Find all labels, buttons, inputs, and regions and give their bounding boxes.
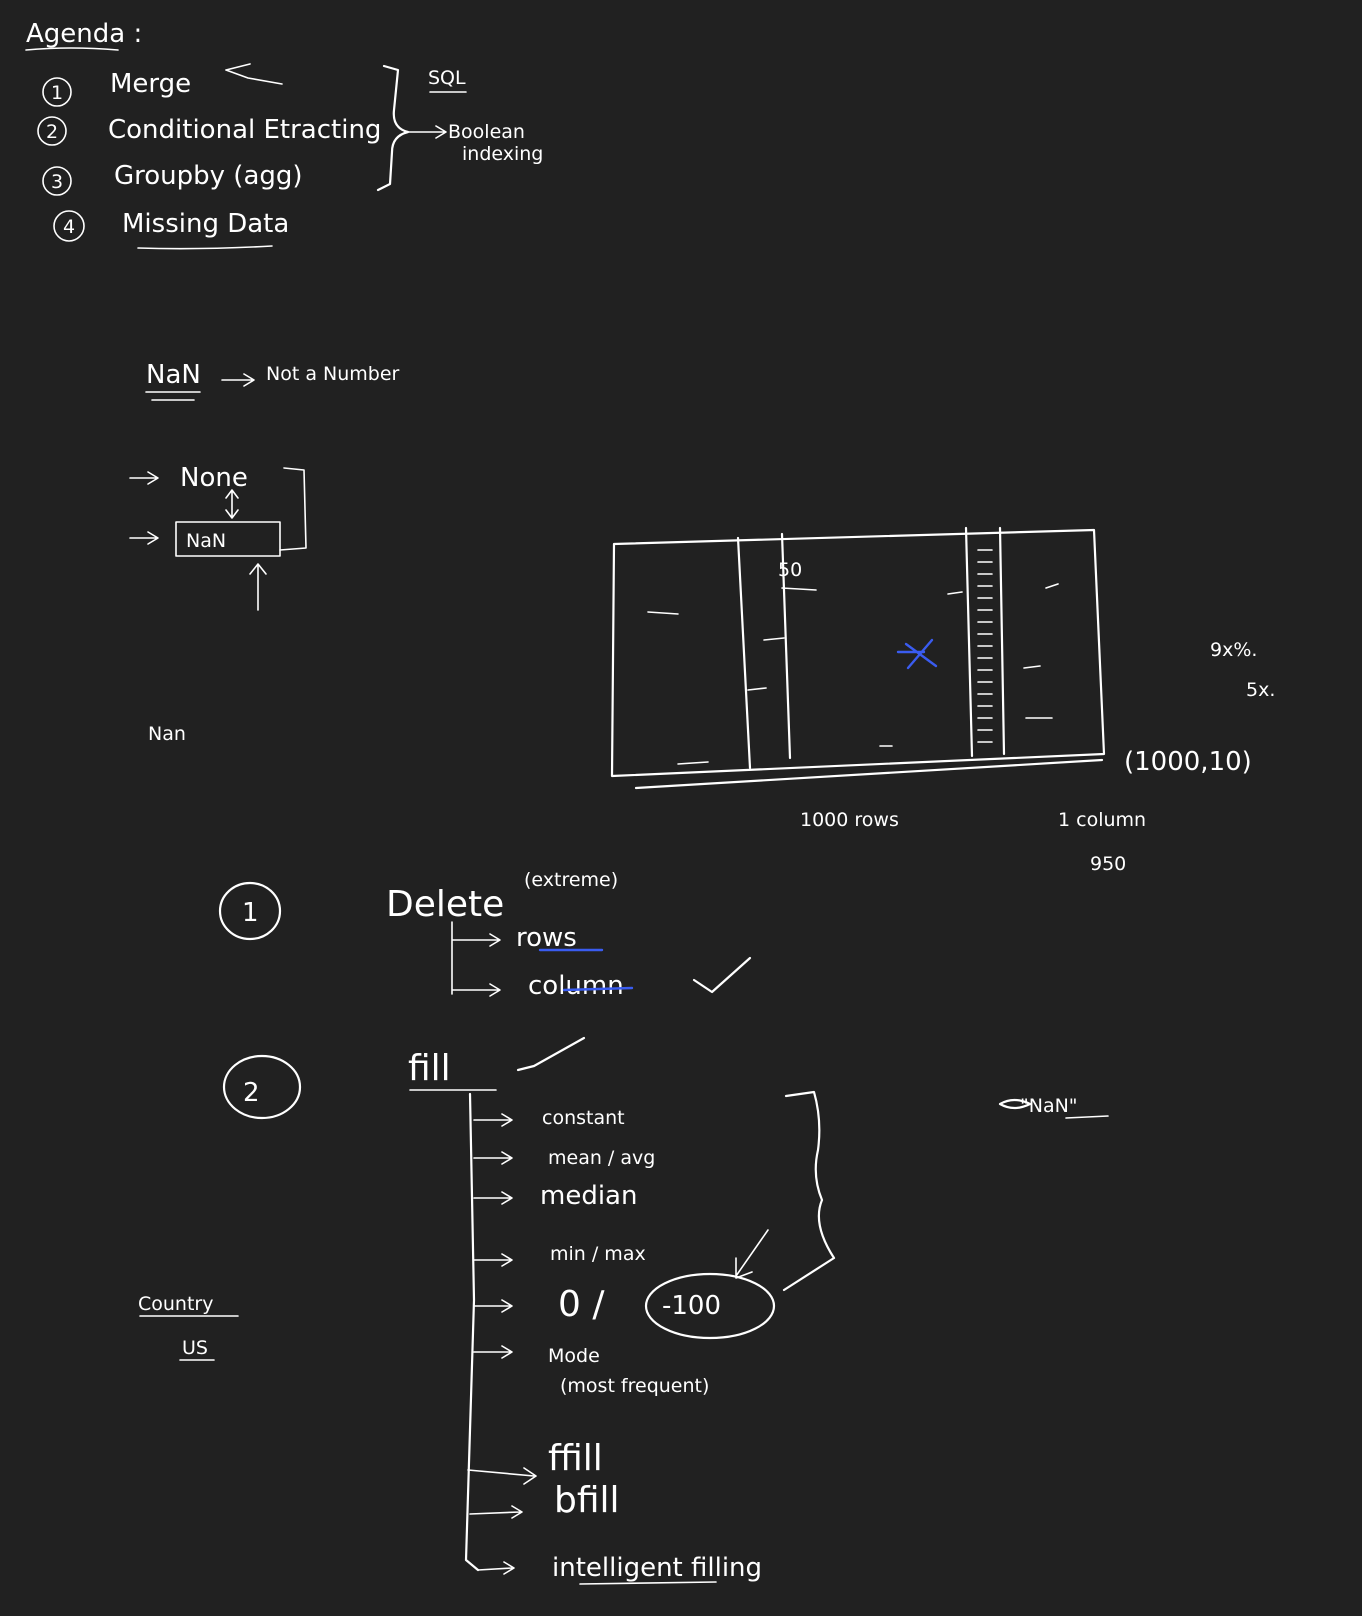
curly-brace <box>376 64 410 192</box>
fill-method: 2 fill constant mean / avg median min / … <box>222 1036 1109 1585</box>
column-divider <box>964 526 974 758</box>
none-nan-equivalence: None NaN Nan <box>129 463 307 745</box>
table-bottom-stroke <box>634 758 1104 790</box>
highlight-circle <box>644 1272 776 1340</box>
agenda-number-circle <box>53 210 85 242</box>
column-divider <box>736 536 752 770</box>
option-underline <box>562 986 634 992</box>
nan-double-underline <box>145 391 201 401</box>
none-label: None <box>180 463 248 493</box>
agenda-number-circle <box>42 166 72 196</box>
delete-method: 1 Delete (extreme) rows column <box>218 869 752 1001</box>
scribble-mark <box>998 1098 1032 1110</box>
percent-bottom-label: 5x. <box>1246 679 1275 701</box>
percent-top-label: 9x%. <box>1210 639 1257 661</box>
arrow-right-icon <box>129 471 159 485</box>
nan-string-label: "NaN" <box>1020 1095 1078 1117</box>
agenda-number: 4 <box>63 216 75 238</box>
agenda-number-circle <box>37 116 67 146</box>
missing-cell-x-icon <box>896 638 938 670</box>
delete-note: (extreme) <box>524 869 618 891</box>
agenda-section: Agenda : 1 Merge 2 Conditional Etracting… <box>25 19 543 250</box>
nan-boxed-label: NaN <box>186 530 226 552</box>
fill-option: Mode <box>548 1345 600 1367</box>
table-sketch: 50 1000 rows 1 column (1000,10) 9x%. 5x.… <box>610 526 1275 875</box>
agenda-number: 1 <box>51 82 63 104</box>
checkmark-icon <box>516 1036 586 1072</box>
nan-word: Nan <box>148 723 186 745</box>
boolean-label: Boolean <box>448 121 525 143</box>
mode-note: (most frequent) <box>560 1375 709 1397</box>
indexing-label: indexing <box>462 143 543 165</box>
delete-option: rows <box>516 923 577 953</box>
method-number-circle <box>218 881 282 941</box>
fill-option: bfill <box>554 1480 620 1521</box>
nan-meaning: Not a Number <box>266 363 400 385</box>
side-notes: Country US <box>138 1293 239 1361</box>
agenda-item-underline <box>137 245 273 250</box>
arrow-down-left-icon <box>735 1229 769 1279</box>
nan-term: NaN <box>146 360 201 390</box>
count-label: 950 <box>1090 853 1126 875</box>
double-arrow-icon <box>225 489 239 519</box>
arrow-up-icon <box>249 563 267 611</box>
fill-label: fill <box>408 1048 451 1089</box>
cursor-arrow-icon <box>225 63 283 85</box>
column-count-label: 1 column <box>1058 809 1146 831</box>
checkmark-icon <box>692 956 752 994</box>
arrow-right-icon <box>221 373 255 387</box>
country-label: Country <box>138 1293 213 1315</box>
agenda-item-label: Groupby (agg) <box>114 161 303 191</box>
agenda-item-label: Missing Data <box>122 209 289 239</box>
column-divider <box>780 532 792 760</box>
fill-option: ffill <box>548 1438 603 1479</box>
nan-string-underline <box>1065 1115 1109 1119</box>
fill-option: median <box>540 1181 637 1211</box>
agenda-number: 3 <box>51 171 63 193</box>
cell-value-underline <box>781 587 817 591</box>
fill-option: intelligent filling <box>552 1553 762 1583</box>
column-divider <box>998 526 1006 756</box>
cell-value-dashes <box>647 583 1059 765</box>
method-number-circle <box>222 1054 302 1120</box>
agenda-heading-underline <box>25 47 119 51</box>
rows-count-label: 1000 rows <box>800 809 899 831</box>
agenda-number: 2 <box>46 121 58 143</box>
circled-value: -100 <box>662 1291 721 1321</box>
method-number: 1 <box>242 898 259 928</box>
fill-option: constant <box>542 1107 625 1129</box>
square-bracket <box>279 467 307 551</box>
delete-option: column <box>528 971 624 1001</box>
agenda-heading: Agenda : <box>26 19 142 49</box>
cell-value-label: 50 <box>778 559 802 581</box>
fill-option: min / max <box>550 1243 646 1265</box>
shape-label: (1000,10) <box>1124 747 1252 777</box>
sql-label: SQL <box>428 67 466 89</box>
arrow-right-icon <box>407 125 447 139</box>
branch-arrows <box>467 1113 537 1575</box>
branch-arrows <box>451 921 501 997</box>
delete-label: Delete <box>386 884 504 925</box>
arrow-right-icon <box>129 531 159 545</box>
nan-box <box>175 521 281 557</box>
country-value: US <box>182 1337 208 1359</box>
agenda-item-label: Merge <box>110 69 191 99</box>
agenda-item-label: Conditional Etracting <box>108 115 381 145</box>
fill-option-underline <box>579 1581 717 1585</box>
method-number: 2 <box>243 1078 260 1108</box>
branch-trunk <box>464 1092 480 1572</box>
fill-option: 0 / <box>558 1284 605 1325</box>
curly-brace <box>782 1090 836 1292</box>
dense-values-column <box>977 549 993 743</box>
nan-definition: NaN Not a Number <box>145 360 400 401</box>
agenda-number-circle <box>42 77 72 107</box>
table-outline <box>610 528 1106 778</box>
fill-option: mean / avg <box>548 1147 655 1169</box>
